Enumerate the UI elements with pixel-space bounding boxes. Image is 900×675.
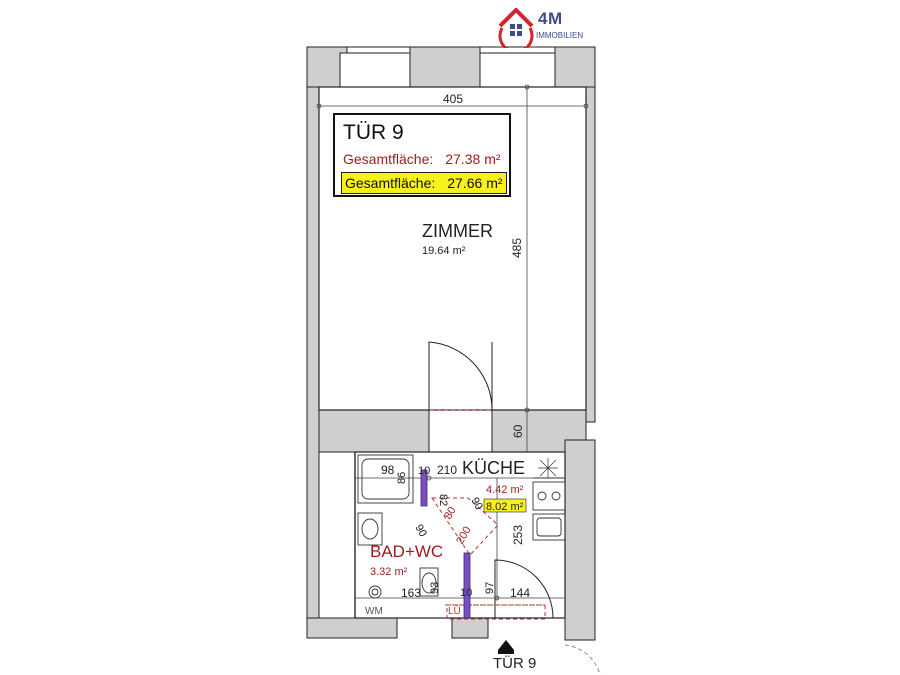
dim-bath-width: 98 (381, 463, 395, 477)
total-area-line-1: Gesamtfläche: 27.38 m² (343, 151, 501, 167)
label-wm: WM (365, 606, 383, 617)
door-swing (428, 341, 601, 675)
window-right (479, 52, 556, 88)
walls (306, 46, 596, 641)
kitchen (532, 458, 566, 541)
dim-top-width: 405 (443, 92, 463, 106)
logo-subtitle: IMMOBILIEN (536, 31, 584, 40)
window-left (339, 52, 411, 88)
wall-top-right-pier (554, 46, 596, 88)
room-area-kueche-2: 8.02 m² (486, 501, 524, 513)
dim-163: 163 (401, 586, 421, 600)
logo: 4M IMMOBILIEN (496, 4, 592, 48)
unit-info-box: TÜR 9 Gesamtfläche: 27.38 m² Gesamtfläche… (333, 113, 511, 197)
dim-82: 82 (437, 494, 449, 506)
dim-144: 144 (510, 586, 530, 600)
house-logo-icon (498, 8, 534, 48)
dim-210: 210 (437, 463, 457, 477)
dimension-lines (316, 84, 589, 601)
red-dashed-lines (430, 409, 546, 620)
label-lue: LÜ (448, 605, 461, 617)
dim-10b: 10 (460, 587, 472, 599)
dim-90a: 90 (412, 523, 429, 540)
wall-top-mid-pier (409, 46, 481, 88)
total-area-label-2: Gesamtfläche: (345, 175, 436, 191)
total-area-line-2-highlighted: Gesamtfläche: 27.66 m² (341, 172, 507, 194)
room-area-zimmer: 19.64 m² (422, 245, 466, 257)
partition-upper (420, 469, 428, 507)
wall-left (306, 86, 320, 623)
washer-drum (368, 585, 382, 599)
wall-bottom-left (306, 617, 398, 639)
unit-title: TÜR 9 (343, 121, 404, 144)
label-door-tuer-9: TÜR 9 (493, 654, 536, 672)
sanitary (357, 512, 439, 599)
dim-253: 253 (511, 525, 525, 545)
room-name-kueche: KÜCHE (462, 458, 525, 478)
kueche-area-highlight (483, 498, 527, 513)
bathtub (357, 454, 414, 504)
room-name-bad: BAD+WC (370, 542, 443, 561)
dim-200: 200 (454, 525, 474, 547)
room-name-zimmer: ZIMMER (422, 221, 493, 241)
total-area-label-1: Gesamtfläche: (343, 151, 434, 167)
dim-10a: 10 (418, 465, 430, 477)
wall-bottom-mid (451, 617, 489, 639)
partition-lower (463, 552, 471, 619)
room-area-kueche-1: 4.42 m² (486, 484, 524, 496)
room-area-bad: 3.32 m² (370, 566, 408, 578)
dim-vert-60: 60 (511, 424, 525, 438)
purple-partitions (420, 469, 471, 619)
dim-90b: 90 (468, 496, 485, 513)
wall-right-lower (564, 439, 596, 641)
dim-bath-86: 86 (396, 472, 408, 484)
logo-brand: 4M (538, 9, 563, 28)
total-area-value-2: 27.66 m² (447, 175, 503, 191)
total-area-value-1: 27.38 m² (445, 151, 501, 167)
wall-middle-left (318, 409, 430, 453)
entrance-arrow (498, 640, 514, 654)
wall-right-upper (585, 86, 596, 423)
dim-93: 93 (429, 582, 441, 594)
windows (339, 46, 556, 88)
dim-97: 97 (484, 582, 496, 594)
dim-zimmer-height: 485 (510, 238, 524, 258)
dim-80: 80 (442, 505, 459, 522)
